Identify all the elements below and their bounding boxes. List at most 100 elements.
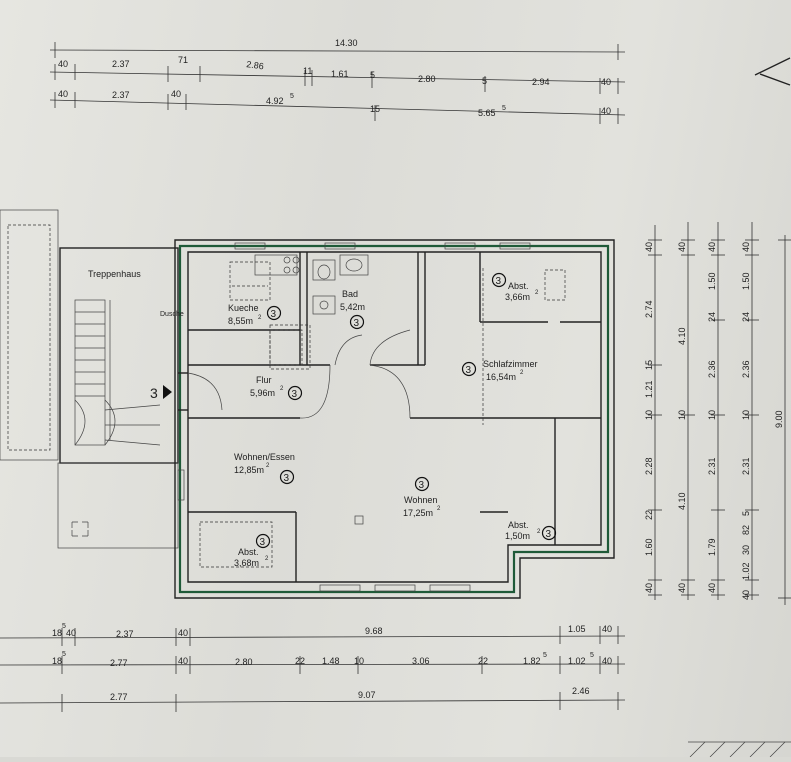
marker-number: 3 bbox=[260, 537, 266, 548]
room-wohnen-essen: Wohnen/Essen 12,85m 2 3 bbox=[234, 452, 295, 485]
treppenhaus-label: Treppenhaus bbox=[88, 269, 141, 279]
dim-label: 10 bbox=[677, 410, 687, 420]
dim-label: 30 bbox=[741, 545, 751, 555]
dim-label: 18 bbox=[52, 628, 62, 638]
marker-circle bbox=[287, 385, 303, 401]
dim-label: 1.21 bbox=[644, 380, 654, 398]
dim-label: 1.60 bbox=[644, 538, 654, 556]
room-name: Flur bbox=[256, 375, 272, 385]
dim-label: 15 bbox=[370, 104, 380, 114]
dim-label: 10 bbox=[707, 410, 717, 420]
dim-label: 1.02 bbox=[741, 562, 751, 580]
dim-label: 5 bbox=[290, 93, 294, 100]
dim-label: 40 bbox=[677, 242, 687, 252]
marker-number: 3 bbox=[284, 473, 290, 484]
marker-number: 3 bbox=[546, 529, 552, 540]
area-unit-sup: 2 bbox=[520, 370, 524, 376]
marker-circle bbox=[541, 525, 557, 541]
marker-circle bbox=[266, 305, 282, 321]
marker-number: 3 bbox=[354, 318, 360, 329]
dim-overall-top: 14.30 bbox=[335, 38, 358, 48]
dim-label: 5 bbox=[502, 105, 506, 112]
room-wohnen: 3 Wohnen 17,25m 2 bbox=[403, 476, 441, 518]
dim-label: 1.48 bbox=[322, 656, 340, 666]
marker-circle bbox=[279, 469, 295, 485]
dim-label: 2.37 bbox=[116, 629, 134, 639]
room-abst-right: Abst. 1,50m 2 3 bbox=[505, 520, 557, 541]
marker-circle bbox=[414, 476, 430, 492]
right-dimensions: 40 2.74 15 1.21 10 2.28 22 1.60 40 40 4.… bbox=[644, 222, 791, 605]
dim-label: 2.36 bbox=[707, 360, 717, 378]
room-bad: Bad 5,42m 3 bbox=[340, 289, 365, 330]
dim-label: 5 bbox=[482, 76, 487, 86]
dim-label: 5 bbox=[370, 70, 375, 80]
dim-label: 11 bbox=[303, 66, 312, 76]
dim-label: 40 bbox=[66, 628, 76, 638]
dim-label: 5 bbox=[543, 652, 547, 659]
dim-label: 18 bbox=[52, 656, 62, 666]
dim-label: 2.94 bbox=[532, 77, 550, 87]
room-name: Abst. bbox=[238, 547, 259, 557]
dim-label: 40 bbox=[707, 242, 717, 252]
dim-label: 5 bbox=[590, 652, 594, 659]
marker-number: 3 bbox=[466, 365, 472, 376]
north-arrow-icon bbox=[754, 57, 791, 86]
dim-label: 40 bbox=[178, 656, 188, 666]
title-block-hatch bbox=[688, 741, 791, 758]
dim-label: 40 bbox=[58, 89, 68, 99]
dim-label: 1.05 bbox=[568, 624, 586, 634]
dim-label: 4.92 bbox=[266, 96, 284, 106]
room-name: Wohnen/Essen bbox=[234, 452, 295, 462]
marker-number: 3 bbox=[419, 480, 425, 491]
dim-label: 71 bbox=[178, 55, 188, 65]
room-area: 3,68m bbox=[234, 558, 259, 568]
dim-label: 1.61 bbox=[331, 69, 349, 79]
room-name: Abst. bbox=[508, 281, 529, 291]
dim-label: 40 bbox=[178, 628, 188, 638]
room-name: Wohnen bbox=[404, 495, 437, 505]
marker-number: 3 bbox=[271, 309, 277, 320]
dim-label: 2.80 bbox=[235, 657, 253, 667]
room-area: 8,55m bbox=[228, 316, 253, 326]
room-name: Bad bbox=[342, 289, 358, 299]
room-area: 12,85m bbox=[234, 465, 264, 475]
dim-label: 1.02 bbox=[568, 656, 586, 666]
dim-label: 2.36 bbox=[741, 360, 751, 378]
dim-label: 22 bbox=[478, 656, 488, 666]
dim-label: 24 bbox=[741, 312, 751, 322]
bottom-dimensions: 18 5 40 2.37 40 9.68 1.05 40 18 5 2.77 4… bbox=[0, 623, 626, 712]
marker-circle bbox=[491, 272, 507, 288]
room-area: 1,50m bbox=[505, 531, 530, 541]
dim-label: 22 bbox=[644, 510, 654, 520]
dim-label: 15 bbox=[644, 360, 654, 370]
room-abst-bottom: 3 Abst. 3,68m 2 bbox=[234, 533, 271, 568]
room-kueche: Kueche 8,55m 2 3 bbox=[228, 303, 282, 326]
dim-label: 82 bbox=[741, 525, 751, 535]
area-unit-sup: 2 bbox=[258, 315, 262, 321]
room-area: 16,54m bbox=[486, 372, 516, 382]
dim-label: 1.50 bbox=[707, 272, 717, 290]
dim-label: 5 bbox=[62, 651, 66, 658]
dim-label: 40 bbox=[601, 77, 611, 87]
dim-label: 24 bbox=[707, 312, 717, 322]
room-area: 3,66m bbox=[505, 292, 530, 302]
room-flur: Flur 5,96m 2 3 bbox=[250, 375, 303, 401]
marker-circle bbox=[255, 533, 271, 549]
dim-label: 40 bbox=[58, 59, 68, 69]
dim-label: 40 bbox=[644, 242, 654, 252]
dim-label: 2.86 bbox=[246, 59, 265, 71]
room-area: 5,42m bbox=[340, 302, 365, 312]
dim-label: 5 bbox=[62, 623, 66, 630]
dim-label: 40 bbox=[677, 583, 687, 593]
dim-label: 3.06 bbox=[412, 656, 430, 666]
area-unit-sup: 2 bbox=[280, 386, 284, 392]
dim-label: 2.77 bbox=[110, 658, 128, 668]
dim-label: 4.10 bbox=[677, 327, 687, 345]
dim-label: 10 bbox=[741, 410, 751, 420]
room-name: Schlafzimmer bbox=[483, 359, 538, 369]
dim-label: 2.77 bbox=[110, 692, 128, 702]
room-name: Kueche bbox=[228, 303, 259, 313]
dim-label: 40 bbox=[741, 242, 751, 252]
